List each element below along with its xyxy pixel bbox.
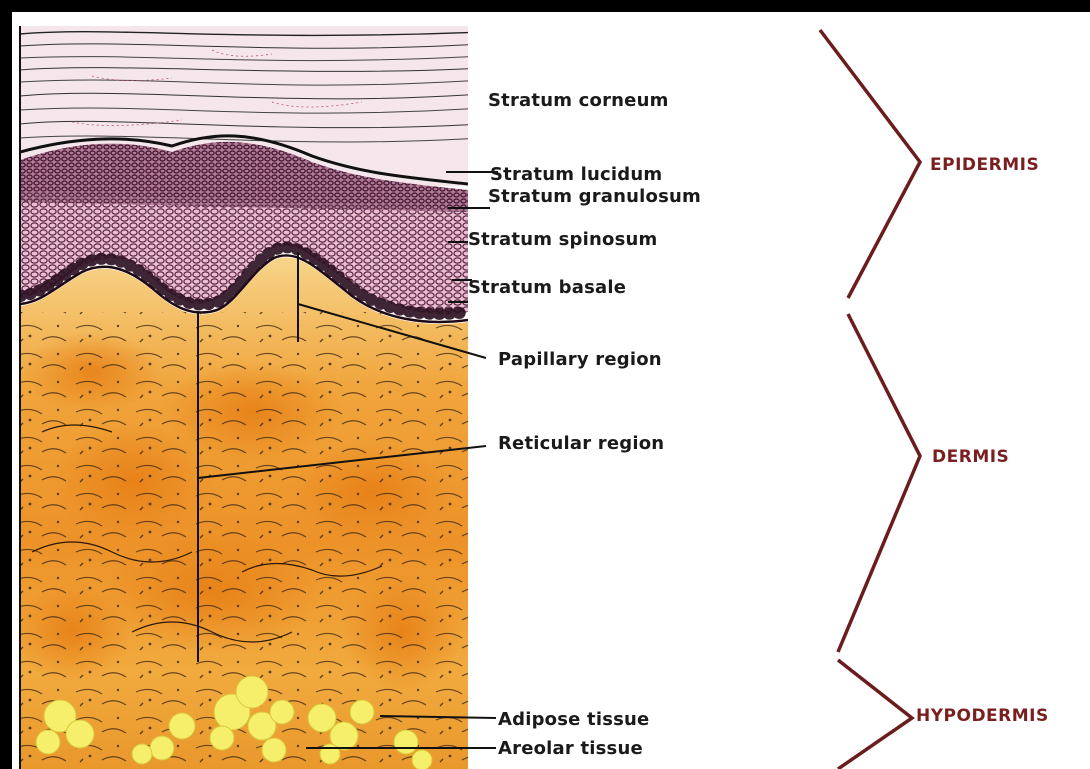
- label-areolar-tissue: Areolar tissue: [498, 738, 643, 759]
- label-reticular-region: Reticular region: [498, 433, 664, 454]
- label-stratum-spinosum: Stratum spinosum: [468, 229, 657, 250]
- epidermis-bracket: [820, 30, 920, 298]
- label-hypodermis: HYPODERMIS: [916, 706, 1049, 726]
- label-stratum-corneum: Stratum corneum: [488, 90, 669, 111]
- skin-layers-diagram: Stratum corneum Stratum lucidum Stratum …: [12, 12, 1090, 769]
- region-brackets: [820, 30, 920, 769]
- label-stratum-basale: Stratum basale: [468, 277, 626, 298]
- label-papillary-region: Papillary region: [498, 349, 662, 370]
- label-adipose-tissue: Adipose tissue: [498, 709, 649, 730]
- label-stratum-granulosum: Stratum granulosum: [488, 186, 701, 207]
- skin-illustration: [12, 12, 1090, 769]
- hypodermis-bracket: [838, 660, 912, 769]
- label-stratum-lucidum: Stratum lucidum: [490, 164, 662, 185]
- label-dermis: DERMIS: [932, 447, 1009, 467]
- dermis-bracket: [838, 314, 920, 652]
- label-epidermis: EPIDERMIS: [930, 155, 1039, 175]
